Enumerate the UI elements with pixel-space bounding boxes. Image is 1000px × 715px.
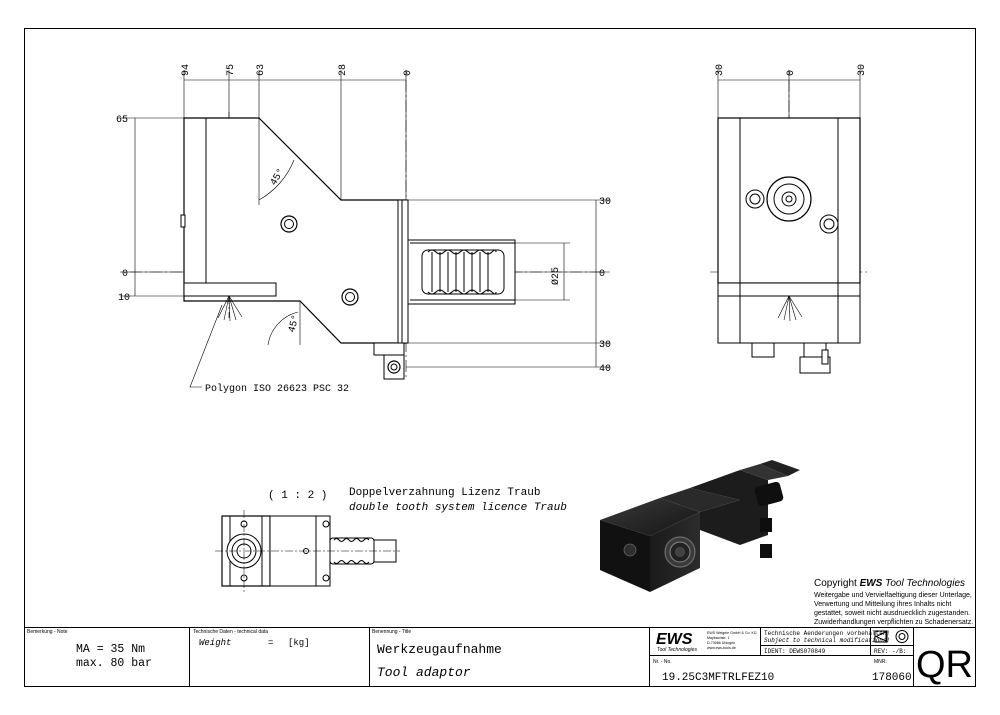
title-label: Benennung - Title (372, 629, 411, 635)
ident-number: IDENT: DEWS070849 (764, 648, 826, 655)
scaled-top-view (215, 510, 400, 592)
remark-torque: MA = 35 Nm (76, 643, 145, 656)
title-block (24, 627, 976, 687)
dim-30-upper: 30 (599, 197, 611, 208)
dim-65: 65 (116, 115, 128, 126)
number-label: Nr. - No. (653, 659, 672, 665)
dim-10: 10 (118, 293, 130, 304)
side-view (710, 70, 870, 374)
side-dim-30-right: 30 (857, 64, 868, 76)
dim-diameter-25: Ø25 (550, 267, 562, 285)
isometric-render (600, 460, 800, 592)
tooth-system-en: double tooth system licence Traub (349, 502, 567, 514)
weight-equals: = (268, 638, 273, 648)
remark-label: Bemerkung - Note (27, 629, 68, 635)
revision: REV: -/B: (874, 648, 906, 655)
copyright-line: Verwertung und Mitteilung ihres Inhalts … (814, 601, 951, 608)
side-dimension-labels: 30 0 30 (715, 64, 868, 76)
scale-annotations: ( 1 : 2 ) Doppelverzahnung Lizenz Traub … (268, 487, 567, 514)
title-de: Werkzeugaufnahme (377, 642, 502, 657)
copyright-heading: Copyright EWS Tool Technologies (814, 578, 965, 589)
company-line: Maybachstr. 1 (707, 636, 729, 640)
dim-40: 40 (599, 364, 611, 375)
title-en: Tool adaptor (377, 665, 471, 680)
qr-mark: QR (916, 644, 973, 686)
polygon-label: Polygon ISO 26623 PSC 32 (205, 383, 349, 395)
ews-logo: EWS (656, 631, 693, 648)
scale-label: ( 1 : 2 ) (268, 490, 327, 502)
side-dim-0: 0 (786, 70, 797, 76)
copyright-line: gestattet, soweit nicht ausdruecklich zu… (814, 610, 970, 617)
weight-unit: [kg] (288, 638, 310, 648)
dim-0-top: 0 (403, 70, 414, 76)
title-block-text: Bemerkung - Note MA = 35 Nm max. 80 bar … (27, 629, 973, 686)
tooth-system-de: Doppelverzahnung Lizenz Traub (349, 487, 540, 499)
copyright-notice: Copyright EWS Tool Technologies Weiterga… (814, 578, 973, 626)
dim-94: 94 (181, 64, 192, 76)
dim-28: 28 (338, 64, 349, 76)
company-line: D-73066 Uhingen (707, 641, 735, 645)
company-line: www.ews-tools.de (707, 646, 736, 650)
remark-pressure: max. 80 bar (76, 657, 152, 670)
company-line: EWS Weigele GmbH & Co. KG (707, 631, 757, 635)
tech-data-label: Technische Daten - technical data (193, 629, 268, 635)
front-view (120, 70, 610, 388)
dim-0-left: 0 (122, 269, 128, 280)
notice-en: Subject to technical modifications! (764, 637, 890, 644)
mnr-number: 178060 (872, 672, 912, 684)
dim-0-right: 0 (599, 269, 605, 280)
ews-logo-sub: Tool Technologies (657, 647, 697, 653)
mnr-label: MNR: (874, 659, 887, 665)
copyright-line: Weitergabe und Vervielfaeltigung dieser … (814, 592, 972, 599)
part-number: 19.25C3MFTRLFEZ10 (662, 672, 774, 684)
dim-30-lower: 30 (599, 340, 611, 351)
side-dim-30-left: 30 (715, 64, 726, 76)
notice-de: Technische Aenderungen vorbehalten! (764, 630, 890, 637)
weight-label: Weight (199, 638, 231, 648)
copyright-line: Zuwiderhandlungen verpflichten zu Schade… (814, 619, 973, 626)
drawing-border (24, 28, 976, 687)
dim-63: 63 (256, 64, 267, 76)
dim-75: 75 (226, 64, 237, 76)
angle-45-lower: 45° (286, 314, 302, 335)
